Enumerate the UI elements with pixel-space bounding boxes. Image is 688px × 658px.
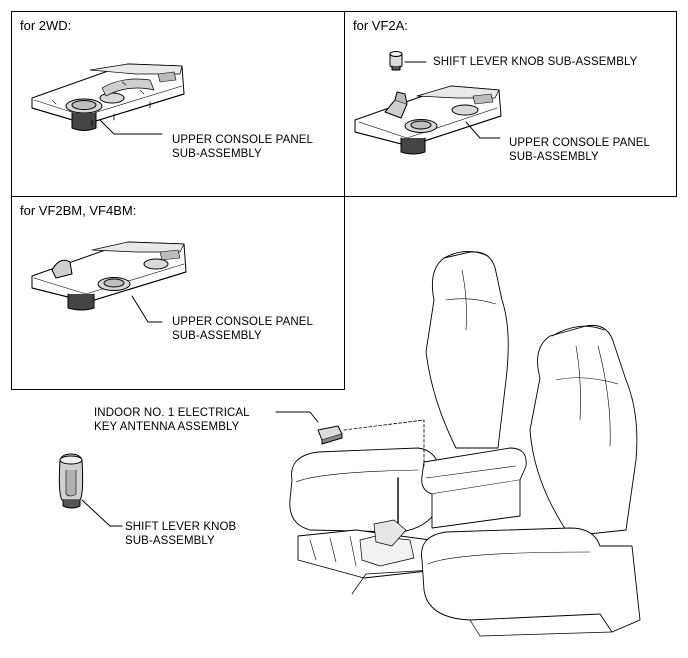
label-line: SHIFT LEVER KNOB: [125, 521, 237, 533]
shift-lever-knob-drawing: [58, 453, 84, 509]
upper-console-panel-vf2a-drawing: [354, 85, 502, 155]
leader-line: [465, 121, 501, 139]
label-line: SUB-ASSEMBLY: [509, 151, 599, 163]
label-line: KEY ANTENNA ASSEMBLY: [94, 421, 240, 433]
label-line: SUB-ASSEMBLY: [125, 535, 215, 547]
leader-line: [99, 119, 163, 135]
panel-title: for VF2BM, VF4BM:: [20, 203, 137, 218]
upper-console-panel-2wd-drawing: [31, 63, 185, 131]
shift-lever-knob-small-drawing: [389, 51, 403, 71]
label-line: UPPER CONSOLE PANEL: [172, 134, 314, 146]
upper-console-panel-label-2wd: UPPER CONSOLE PANEL SUB-ASSEMBLY: [172, 133, 313, 161]
leader-line-dashed: [343, 419, 425, 467]
key-antenna-label: INDOOR NO. 1 ELECTRICAL KEY ANTENNA ASSE…: [94, 406, 250, 434]
label-line: UPPER CONSOLE PANEL: [172, 316, 314, 328]
label-line: SUB-ASSEMBLY: [172, 148, 262, 160]
leader-line: [131, 295, 163, 323]
upper-console-panel-vf2bm-drawing: [31, 241, 187, 311]
leader-line: [81, 499, 123, 527]
leader-line: [275, 411, 319, 423]
label-line: SUB-ASSEMBLY: [172, 330, 262, 342]
upper-console-panel-label-vf2a: UPPER CONSOLE PANEL SUB-ASSEMBLY: [509, 136, 650, 164]
label-line: INDOOR NO. 1 ELECTRICAL: [94, 407, 250, 419]
key-antenna-drawing: [317, 425, 343, 445]
seat-illustration: [289, 251, 641, 637]
shift-lever-knob-label-vf2a: SHIFT LEVER KNOB SUB-ASSEMBLY: [433, 56, 638, 68]
upper-console-panel-label-vf2bm: UPPER CONSOLE PANEL SUB-ASSEMBLY: [172, 315, 313, 343]
panel-title: for 2WD:: [20, 18, 72, 33]
label-line: UPPER CONSOLE PANEL: [509, 137, 651, 149]
panel-title: for VF2A:: [353, 18, 408, 33]
shift-lever-knob-label: SHIFT LEVER KNOB SUB-ASSEMBLY: [125, 520, 236, 548]
